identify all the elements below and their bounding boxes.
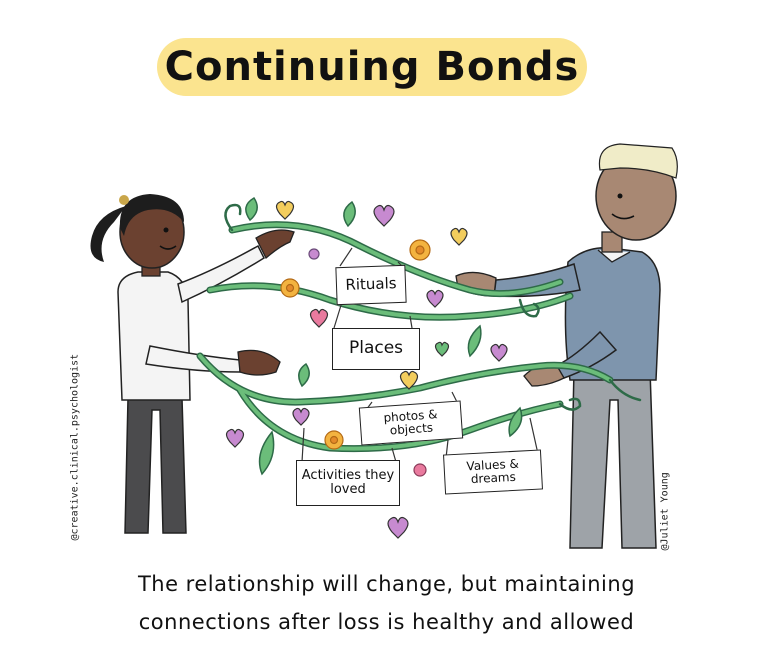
man-legs bbox=[569, 369, 657, 549]
hearts bbox=[225, 200, 508, 539]
credit-right: @Juliet Young bbox=[659, 472, 671, 551]
title-highlight bbox=[157, 38, 587, 96]
tag-activities: Activities they loved bbox=[296, 460, 400, 506]
heart-purple bbox=[225, 428, 245, 448]
caption-line-2: connections after loss is healthy and al… bbox=[138, 610, 635, 634]
tag-photos-objects: photos & objects bbox=[358, 400, 464, 446]
tag-rituals: Rituals bbox=[335, 264, 407, 306]
leaves bbox=[245, 197, 523, 476]
heart-green bbox=[434, 341, 450, 357]
credit-left: @creative.clinical.psychologist bbox=[69, 353, 81, 541]
woman-figure bbox=[90, 194, 295, 534]
caption-line-1: The relationship will change, but mainta… bbox=[137, 572, 636, 596]
man-hair bbox=[598, 143, 678, 179]
woman-hair bbox=[119, 194, 184, 236]
heart-pink bbox=[309, 308, 329, 328]
tag-values-dreams: Values & dreams bbox=[443, 449, 543, 495]
woman-upper-arm bbox=[177, 244, 265, 304]
page-title: Continuing Bonds bbox=[164, 44, 580, 90]
heart-purple bbox=[373, 204, 395, 227]
woman-ponytail bbox=[90, 206, 126, 262]
heart-purple bbox=[426, 289, 444, 308]
flower-bud bbox=[413, 463, 427, 477]
flower-bud bbox=[308, 248, 320, 260]
man-figure bbox=[455, 143, 678, 549]
heart-yellow bbox=[450, 227, 468, 246]
woman-upper-hand bbox=[255, 229, 295, 260]
woman-legs bbox=[124, 397, 187, 534]
heart-purple bbox=[292, 407, 310, 426]
heart-yellow bbox=[275, 200, 295, 220]
tag-places: Places bbox=[332, 328, 420, 370]
heart-purple bbox=[387, 516, 409, 539]
flowers bbox=[280, 239, 431, 477]
woman-lower-hand bbox=[237, 349, 281, 376]
heart-yellow bbox=[399, 370, 419, 390]
heart-purple bbox=[490, 343, 508, 362]
